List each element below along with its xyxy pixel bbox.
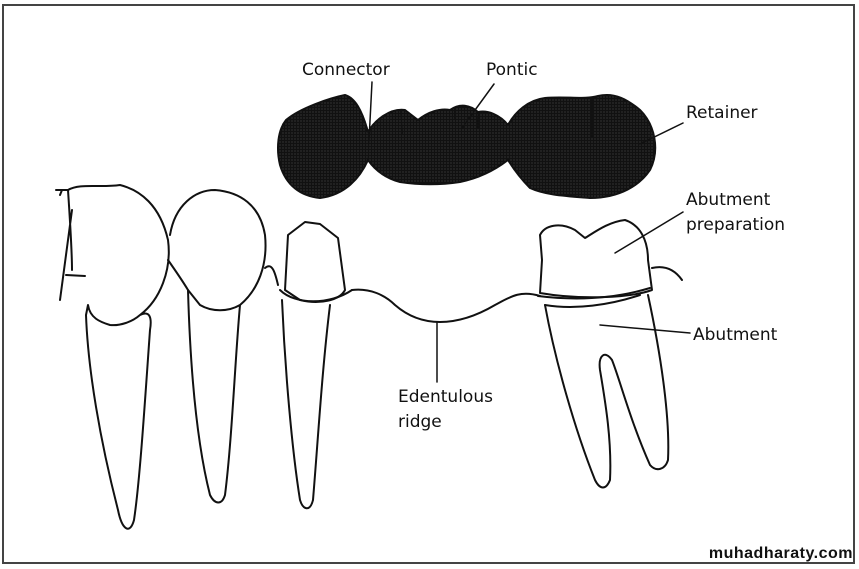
abutment-label: Abutment	[693, 325, 778, 345]
watermark: muhadharaty.com	[708, 545, 853, 562]
abutment-preparation-line2: preparation	[686, 215, 786, 235]
abutment-preparation-label: Abutment preparation	[686, 188, 785, 238]
pontic-label: Pontic	[486, 60, 538, 80]
tooth-molar-roots	[544, 294, 670, 489]
tooth-premolar	[284, 221, 346, 303]
bridge-groove	[400, 97, 593, 137]
edentulous-line1: Edentulous	[398, 387, 493, 407]
abutment-preparation	[539, 219, 653, 299]
connector-label: Connector	[302, 60, 390, 80]
leader-lines	[367, 81, 691, 383]
abutment-preparation-line1: Abutment	[686, 190, 771, 210]
edentulous-line2: ridge	[398, 412, 442, 432]
fixed-bridge	[277, 94, 657, 199]
retainer-label: Retainer	[686, 103, 758, 123]
tooth-incisor-1	[67, 184, 170, 530]
edentulous-ridge	[351, 288, 541, 323]
tooth-incisor-2	[169, 189, 267, 504]
diagram-frame	[2, 4, 855, 564]
edentulous-ridge-label: Edentulous ridge	[398, 385, 493, 435]
